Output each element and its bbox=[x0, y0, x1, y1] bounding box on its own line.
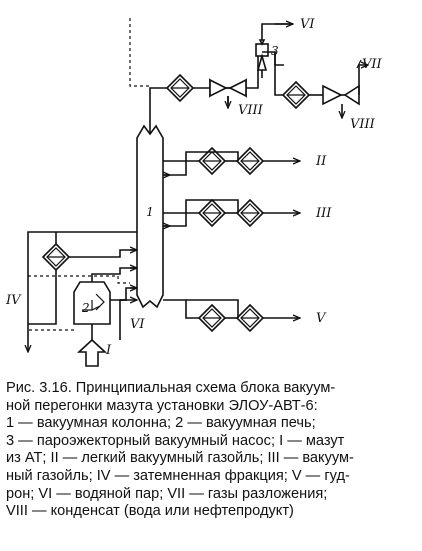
caption-line: Рис. 3.16. Принципиальная схема блока ва… bbox=[6, 380, 336, 396]
dashed-link-upper bbox=[129, 18, 150, 87]
figure-caption: Рис. 3.16. Принципиальная схема блока ва… bbox=[6, 380, 414, 521]
label-condensate-VIII-2: VIII bbox=[350, 117, 376, 132]
label-steam-top-VI: VI bbox=[300, 17, 315, 32]
label-steam-bottom-VI: VI bbox=[130, 317, 145, 332]
caption-line: рон; VI — водяной пар; VII — газы разлож… bbox=[6, 485, 328, 502]
caption-line: ной перегонки мазута установки ЭЛОУ-АВТ-… bbox=[6, 397, 318, 414]
caption-line: из АТ; II — легкий вакуумный газойль; II… bbox=[6, 450, 354, 467]
feed-arrow bbox=[76, 338, 108, 367]
label-gases-VII: VII bbox=[362, 57, 383, 72]
label-column-1: 1 bbox=[146, 205, 154, 219]
overhead-vapour-line bbox=[149, 87, 168, 134]
exchanger-heavy-gasoil bbox=[197, 198, 227, 228]
exchanger-light-gasoil bbox=[197, 146, 227, 176]
label-dark-fraction-IV: IV bbox=[5, 293, 22, 308]
exchanger-tar bbox=[197, 303, 227, 333]
steam-top-inlet bbox=[261, 23, 292, 34]
exchanger-dark-fraction bbox=[41, 242, 71, 272]
label-condensate-VIII-1: VIII bbox=[238, 103, 264, 118]
label-feed-I: I bbox=[105, 343, 112, 358]
dashed-link-lower bbox=[28, 275, 130, 284]
exchanger-tar-2 bbox=[235, 303, 265, 333]
vacuum-furnace bbox=[73, 281, 111, 325]
label-ejector-3: 3 bbox=[271, 44, 279, 58]
caption-line: 1 — вакуумная колонна; 2 — вакуумная печ… bbox=[6, 415, 316, 432]
label-heavy-gasoil-III: III bbox=[315, 206, 332, 221]
overhead-heat-exchanger bbox=[165, 73, 195, 103]
vacuum-column bbox=[136, 124, 164, 309]
steam-bottom-inlet bbox=[119, 299, 127, 340]
label-furnace-2: 2 bbox=[81, 301, 90, 315]
caption-line: 3 — пароэжекторный вакуумный насос; I — … bbox=[6, 432, 345, 449]
process-flow-diagram: 1 2 3 I II III IV V VI VI VII VIII VIII bbox=[5, 17, 383, 367]
exchanger-heavy-gasoil-2 bbox=[235, 198, 265, 228]
label-light-gasoil-II: II bbox=[315, 154, 327, 169]
exchanger-light-gasoil-2 bbox=[235, 146, 265, 176]
label-tar-V: V bbox=[316, 311, 327, 326]
caption-line: VIII — конденсат (вода или нефтепродукт) bbox=[6, 503, 294, 520]
ejector-heat-exchanger bbox=[281, 80, 311, 110]
caption-line: ный газойль; IV — затемненная фракция; V… bbox=[6, 467, 350, 484]
